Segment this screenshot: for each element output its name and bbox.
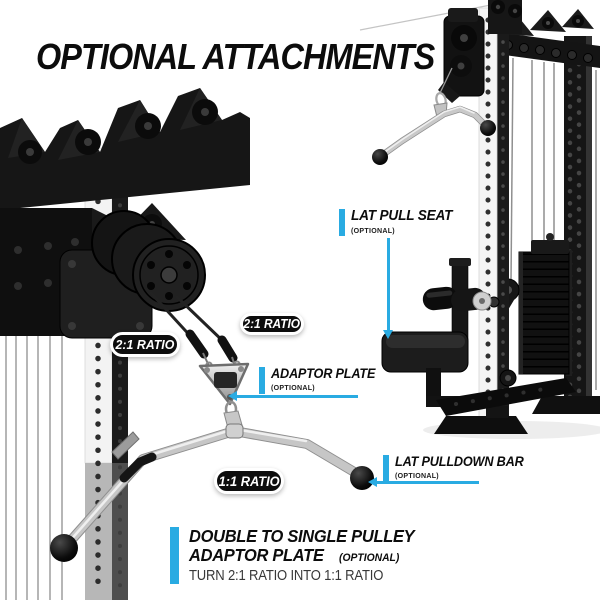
footnote-block: DOUBLE TO SINGLE PULLEY ADAPTOR PLATE (O…	[170, 527, 429, 584]
callout-lat-pull-seat: LAT PULL SEAT (OPTIONAL)	[339, 208, 459, 236]
footnote-line1: DOUBLE TO SINGLE PULLEY	[189, 526, 415, 546]
ratio-badge-1-1: 1:1 RATIO	[214, 468, 284, 494]
callout-lat-pulldown-bar-subtitle: (OPTIONAL)	[395, 471, 439, 481]
ratio-badge-2-1-right-label: 2:1 RATIO	[243, 317, 301, 331]
callout-lat-pulldown-bar-title: LAT PULLDOWN BAR	[395, 454, 524, 469]
ratio-badge-2-1-left: 2:1 RATIO	[110, 332, 180, 357]
pointer-line-lat-pull-seat	[387, 238, 390, 331]
callout-lat-pulldown-bar: LAT PULLDOWN BAR (OPTIONAL)	[383, 454, 532, 482]
footnote-line3: TURN 2:1 RATIO INTO 1:1 RATIO	[189, 567, 384, 584]
page-title: OPTIONAL ATTACHMENTS	[36, 36, 435, 77]
right-machine-illustration	[359, 0, 600, 439]
pointer-arrow-adaptor-plate	[228, 391, 237, 401]
left-machine-illustration	[0, 88, 374, 600]
ratio-badge-1-1-label: 1:1 RATIO	[218, 473, 280, 489]
pointer-line-adaptor-plate	[237, 395, 358, 398]
callout-adaptor-plate: ADAPTOR PLATE (OPTIONAL)	[259, 366, 382, 394]
callout-accent-bar	[259, 367, 265, 394]
callout-adaptor-plate-title: ADAPTOR PLATE	[271, 366, 376, 381]
callout-accent-bar	[383, 455, 389, 482]
pointer-line-lat-pulldown-bar	[377, 481, 479, 484]
ratio-badge-2-1-left-label: 2:1 RATIO	[115, 337, 175, 352]
footnote-line2-note: (OPTIONAL)	[339, 551, 400, 564]
callout-accent-bar	[339, 209, 345, 236]
callout-lat-pull-seat-title: LAT PULL SEAT	[351, 208, 453, 224]
footnote-line2: ADAPTOR PLATE	[189, 544, 324, 565]
pointer-arrow-lat-pull-seat	[383, 330, 393, 339]
pointer-arrow-lat-pulldown-bar	[368, 477, 377, 487]
footnote-accent-bar	[170, 527, 179, 584]
callout-lat-pull-seat-subtitle: (OPTIONAL)	[351, 226, 395, 236]
ratio-badge-2-1-right: 2:1 RATIO	[240, 313, 304, 335]
callout-adaptor-plate-subtitle: (OPTIONAL)	[271, 383, 315, 393]
